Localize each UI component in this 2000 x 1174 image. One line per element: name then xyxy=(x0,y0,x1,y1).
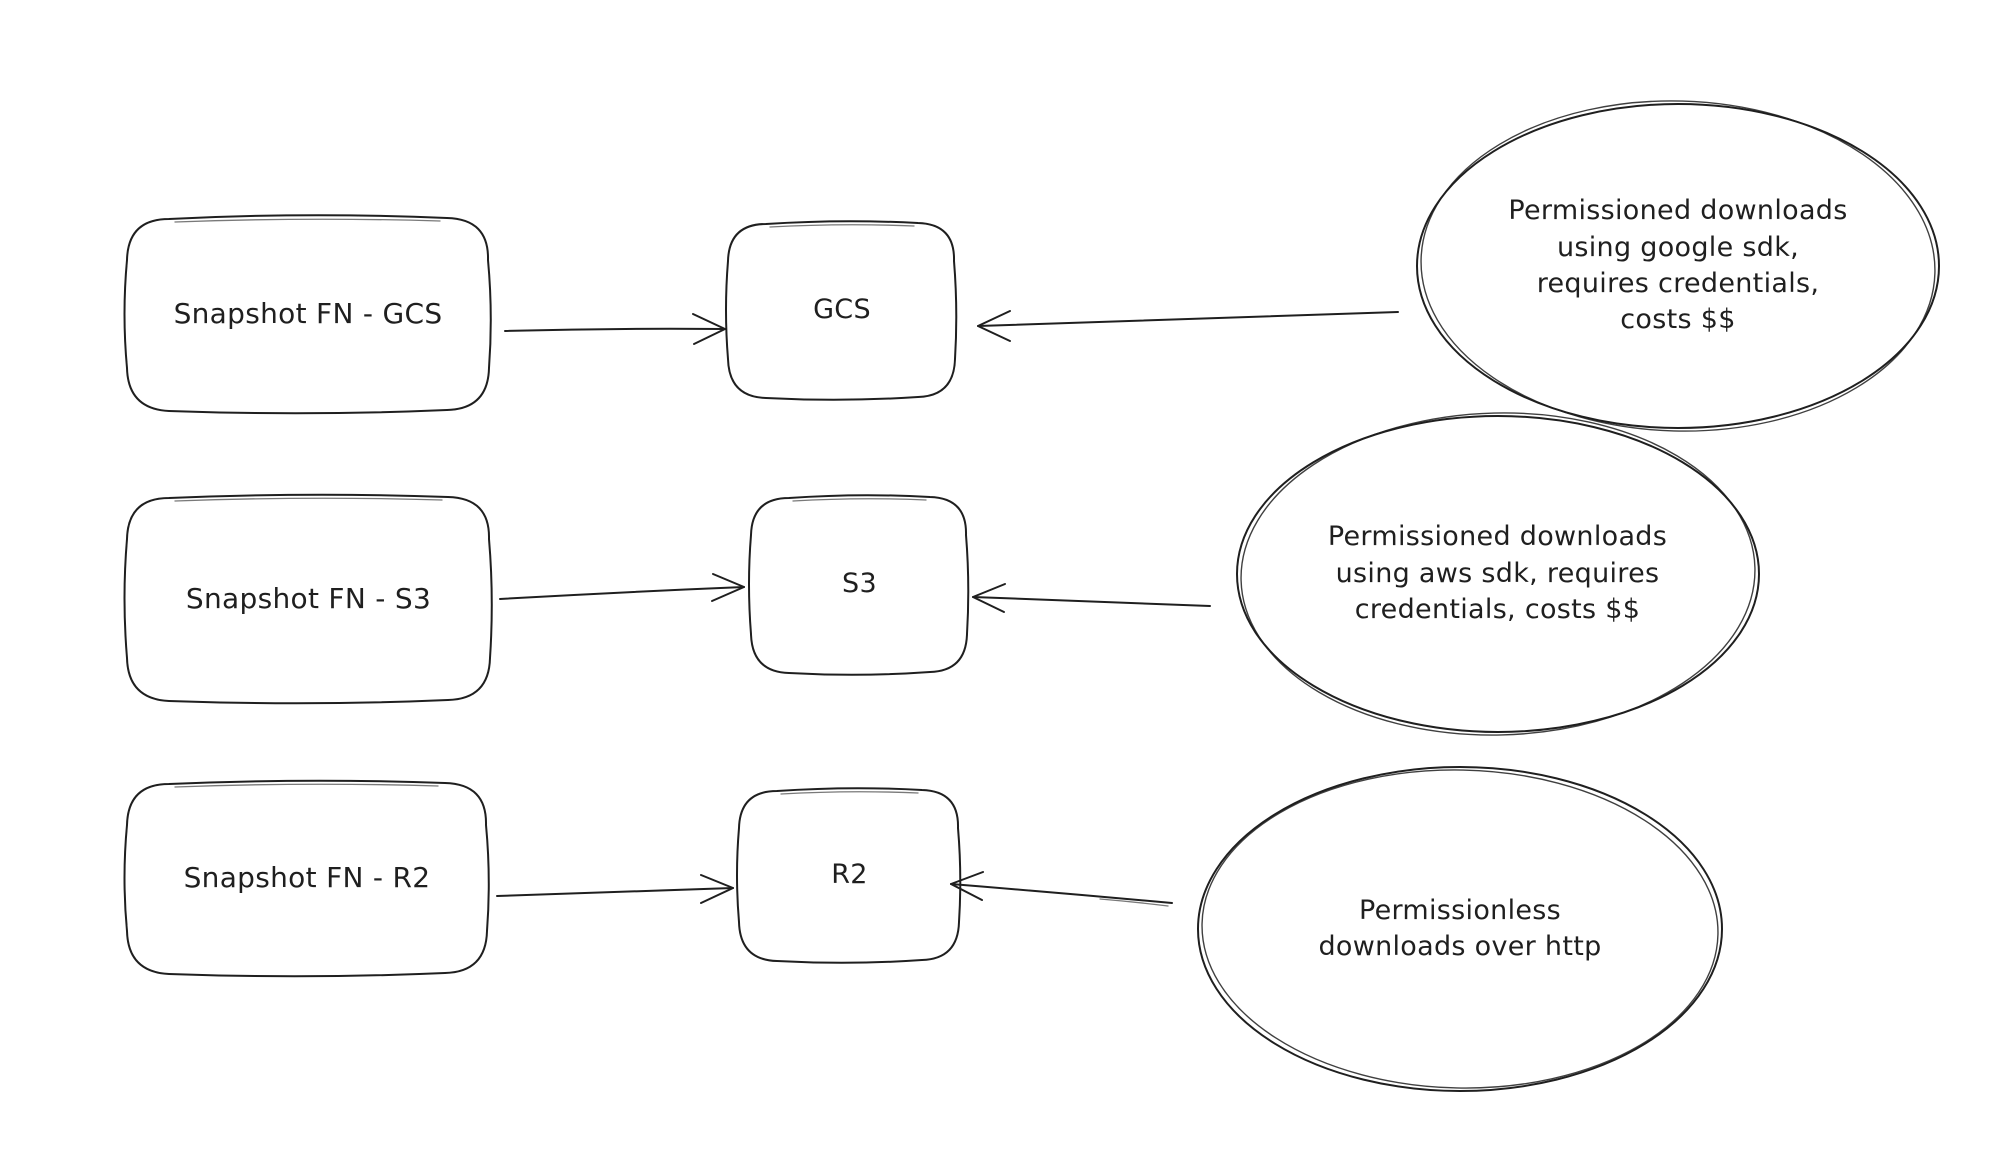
arrowhead-icon xyxy=(972,583,1006,613)
snapshot-gcs-box-overdraw xyxy=(174,218,441,223)
note-s3-ellipse-second-stroke xyxy=(1240,412,1756,736)
snapshot-r2-box-overdraw xyxy=(174,783,439,788)
arrow-line xyxy=(972,596,1211,607)
arrow-snapshot-r2-to-r2 xyxy=(496,874,734,904)
snapshot-gcs-box xyxy=(123,214,492,415)
s3-box xyxy=(748,494,970,676)
arrow-note-r2-to-r2 xyxy=(950,871,1173,907)
note-s3-label: Permissioned downloads using aws sdk, re… xyxy=(1327,521,1668,626)
arrowhead-icon xyxy=(977,310,1011,342)
snapshot-s3-box-overdraw xyxy=(174,497,443,502)
r2-box xyxy=(736,787,962,964)
arrowhead-icon xyxy=(692,313,726,345)
s3-box-outline xyxy=(748,494,970,676)
s3-label: S3 xyxy=(842,568,877,600)
arrow-line xyxy=(496,887,734,897)
gcs-box-outline xyxy=(725,220,958,401)
note-gcs-ellipse-second-stroke xyxy=(1420,100,1936,432)
s3-box-overdraw xyxy=(792,498,927,502)
gcs-box-overdraw xyxy=(769,224,915,228)
arrow-snapshot-s3-to-s3 xyxy=(499,573,745,602)
arrow-note-gcs-to-gcs xyxy=(977,310,1399,342)
note-gcs-ellipse-outline xyxy=(1416,103,1940,429)
note-gcs-ellipse xyxy=(1416,100,1940,432)
arrowhead-icon xyxy=(700,874,734,904)
note-r2-label: Permissionless downloads over http xyxy=(1318,894,1602,962)
arrow-line xyxy=(977,311,1399,327)
arrow-snapshot-gcs-to-gcs xyxy=(504,313,726,345)
arrowhead-icon xyxy=(950,871,984,901)
note-r2-ellipse-second-stroke xyxy=(1201,769,1719,1089)
arrow-line-overdraw xyxy=(1099,898,1169,907)
snapshot-s3-box-outline xyxy=(123,493,493,705)
snapshot-gcs-box-outline xyxy=(123,214,492,415)
arrow-line xyxy=(504,327,726,332)
r2-box-overdraw xyxy=(780,791,919,795)
r2-box-outline xyxy=(736,787,962,964)
snapshot-r2-box-outline xyxy=(123,779,490,978)
snapshot-s3-label: Snapshot FN - S3 xyxy=(185,581,432,615)
note-r2-ellipse xyxy=(1197,766,1723,1092)
snapshot-gcs-label: Snapshot FN - GCS xyxy=(173,297,443,331)
note-r2-ellipse-outline xyxy=(1197,766,1723,1092)
snapshot-r2-label: Snapshot FN - R2 xyxy=(183,861,431,895)
arrow-line xyxy=(499,586,745,600)
note-gcs-label: Permissioned downloads using google sdk,… xyxy=(1508,195,1848,336)
note-s3-ellipse xyxy=(1236,412,1760,736)
snapshot-r2-box xyxy=(123,779,490,978)
gcs-label: GCS xyxy=(813,293,871,325)
note-s3-ellipse-outline xyxy=(1236,415,1760,733)
snapshot-s3-box xyxy=(123,493,493,705)
gcs-box xyxy=(725,220,958,401)
arrow-note-s3-to-s3 xyxy=(972,583,1211,613)
r2-label: R2 xyxy=(831,858,868,890)
arrowhead-icon xyxy=(711,573,745,602)
arrow-line xyxy=(950,883,1173,904)
